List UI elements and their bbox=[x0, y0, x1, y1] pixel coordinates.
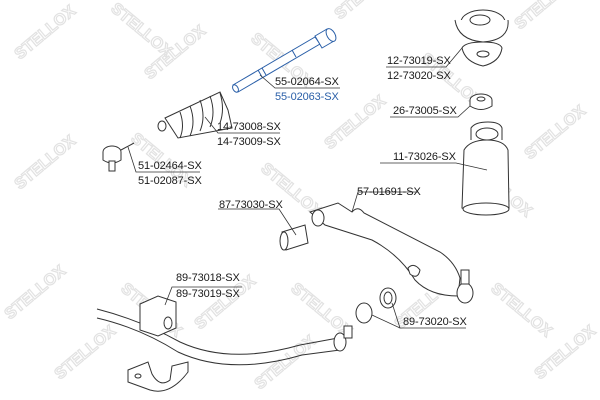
label-57-01691[interactable]: 57-01691-SX bbox=[357, 186, 421, 198]
arm-bushing-part bbox=[279, 224, 309, 251]
label-89-73019[interactable]: 89-73019-SX bbox=[176, 288, 240, 300]
control-arm-part bbox=[309, 202, 474, 304]
label-12-73019[interactable]: 12-73019-SX bbox=[387, 55, 451, 67]
steering-boot-part bbox=[157, 91, 233, 139]
link-bushing-part bbox=[355, 287, 397, 324]
bump-stop-boot-part bbox=[461, 121, 510, 216]
label-14-73009[interactable]: 14-73009-SX bbox=[217, 136, 281, 148]
label-89-73018[interactable]: 89-73018-SX bbox=[176, 272, 240, 284]
stabilizer-bushing-part bbox=[139, 295, 177, 337]
strut-bearing-part bbox=[469, 93, 493, 110]
tie-rod-part bbox=[232, 28, 337, 93]
label-87-73030[interactable]: 87-73030-SX bbox=[219, 199, 283, 211]
label-51-02087[interactable]: 51-02087-SX bbox=[138, 175, 202, 187]
strut-mount-part bbox=[454, 9, 509, 67]
stabilizer-bar-part bbox=[96, 308, 353, 366]
stabilizer-bracket-part bbox=[127, 361, 189, 392]
label-11-73026[interactable]: 11-73026-SX bbox=[393, 151, 456, 163]
label-12-73020[interactable]: 12-73020-SX bbox=[387, 70, 451, 82]
label-14-73008[interactable]: 14-73008-SX bbox=[217, 121, 281, 133]
label-55-02063[interactable]: 55-02063-SX bbox=[275, 91, 339, 103]
tie-rod-end-part bbox=[102, 142, 135, 172]
label-89-73020[interactable]: 89-73020-SX bbox=[403, 316, 467, 328]
label-51-02464[interactable]: 51-02464-SX bbox=[138, 160, 202, 172]
label-55-02064[interactable]: 55-02064-SX bbox=[275, 76, 339, 88]
label-26-73005[interactable]: 26-73005-SX bbox=[393, 105, 457, 117]
